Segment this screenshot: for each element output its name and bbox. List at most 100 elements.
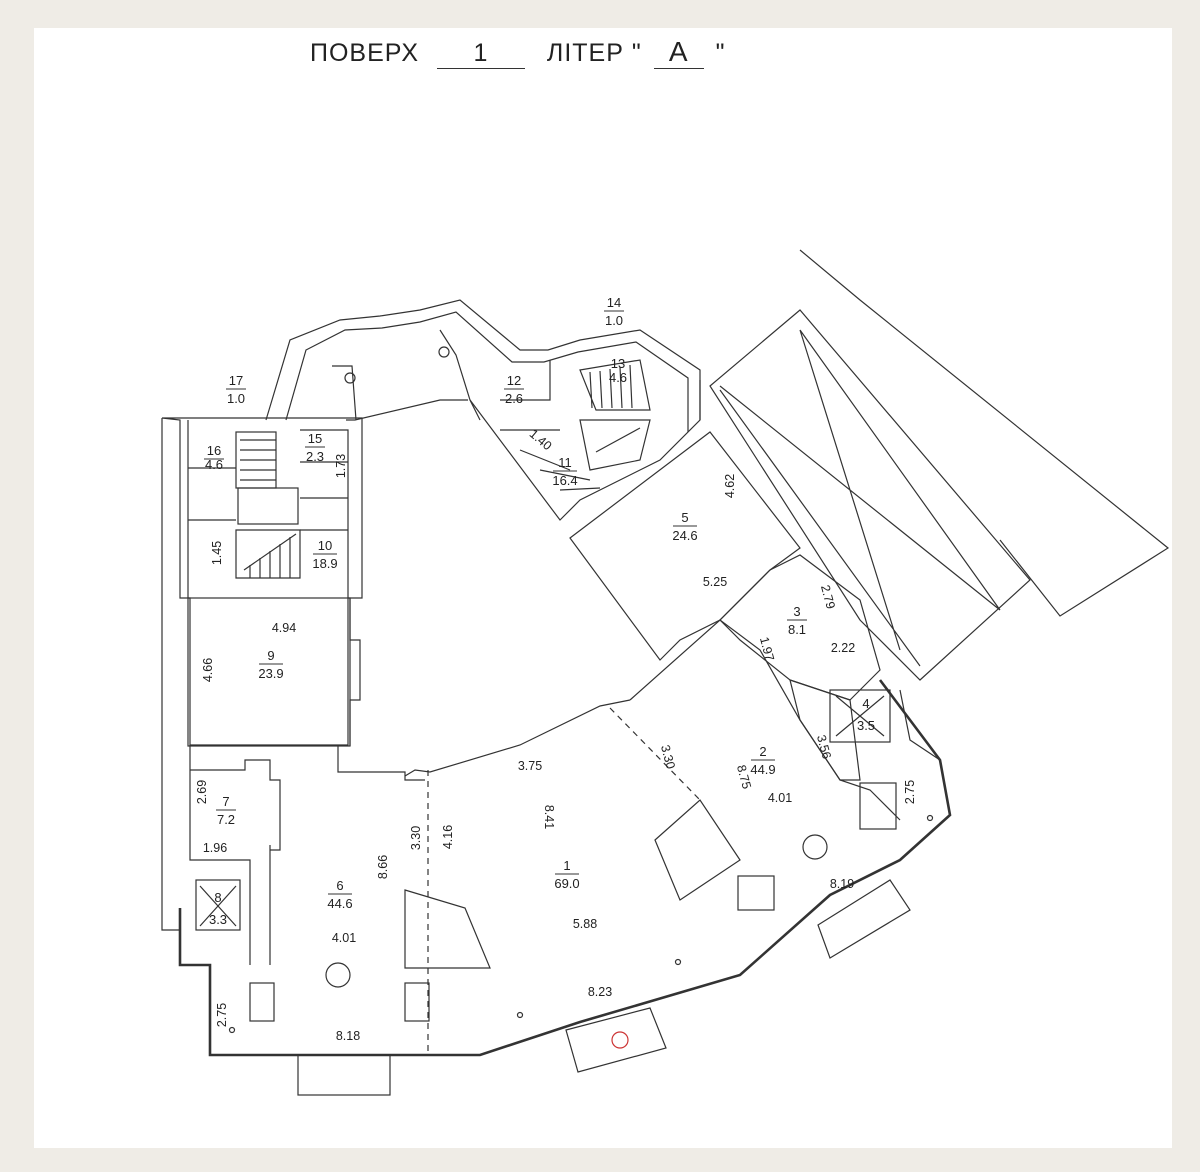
room-area: 44.6 [327,896,352,911]
room-label: 1 69.0 [554,858,579,891]
dimension-label: 4.01 [332,931,356,945]
dimension-label: 3.30 [658,743,678,770]
dimension-label: 8.18 [336,1029,360,1043]
room-label: 17 1.0 [226,373,246,406]
dimension-label: 1.73 [334,454,348,478]
room-area: 24.6 [672,528,697,543]
room-label: 5 24.6 [672,510,697,543]
room-label: 3 8.1 [787,604,807,637]
plan-sheet [34,28,1172,1148]
bay-bottom-right [565,1007,667,1073]
dimension-label: 4.01 [768,791,792,805]
dimension-label: 1.45 [210,541,224,565]
dimension-label: 2.75 [215,1003,229,1027]
room-label: 7 7.2 [216,794,236,827]
bay-right [817,879,911,959]
dimension-label: 2.69 [195,780,209,804]
room-area: 4.6 [205,457,223,472]
letter-word: ЛІТЕР [546,39,624,67]
room-number: 1 [563,858,570,873]
wall-room-2 [629,619,901,821]
room-label: 13 4.6 [609,356,627,385]
dimension-label: 5.25 [703,575,727,589]
dimension-label: 8.23 [588,985,612,999]
room-area: 18.9 [312,556,337,571]
wall-room-6 [189,745,271,965]
room-label: 6 44.6 [327,878,352,911]
dimension-label: 4.16 [441,825,455,849]
dimension-label: 1.96 [203,841,227,855]
room-label: 2 44.9 [750,744,775,777]
wall-top-arc [265,299,701,421]
dimension-label: 1.97 [757,635,777,662]
room-number: 10 [318,538,332,553]
dimension-label: 5.88 [573,917,597,931]
bay-bottom-left [297,1054,391,1096]
quote-close: " [715,39,726,67]
room-label: 9 23.9 [258,648,283,681]
room-area: 1.0 [605,313,623,328]
plan-header: ПОВЕРХ 1 ЛІТЕР " А " [310,36,726,76]
room-area: 16.4 [552,473,577,488]
dimension-label: 3.30 [409,826,423,850]
room-number: 15 [308,431,322,446]
room-number: 8 [214,890,221,905]
room-area: 4.6 [609,370,627,385]
room-label: 10 18.9 [312,538,337,571]
dimension-label: 8.41 [542,805,556,829]
room-number: 17 [229,373,243,388]
room-number: 4 [862,696,869,711]
room-number: 14 [607,295,621,310]
room-label: 14 1.0 [604,295,624,328]
lift-8 [195,879,241,931]
wall-room-9 [187,597,351,747]
dimension-label: 2.75 [903,780,917,804]
dimension-label: 4.66 [201,658,215,682]
room-number: 6 [336,878,343,893]
room-number: 3 [793,604,800,619]
room-number: 7 [222,794,229,809]
dimension-label: 4.94 [272,621,296,635]
room-number: 16 [207,443,221,458]
room-label: 11 16.4 [552,455,577,488]
room-area: 1.0 [227,391,245,406]
external-structure [709,309,1031,681]
room-number: 5 [681,510,688,525]
room-area: 7.2 [217,812,235,827]
room-label: 15 2.3 [305,431,325,464]
room-label: 12 2.6 [504,373,524,406]
wall-left-block [161,417,363,746]
wall-room-5 [569,431,801,661]
dimension-label: 2.22 [831,641,855,655]
quote-open: " [631,39,642,67]
room-area: 3.5 [857,718,875,733]
room-label: 4 3.5 [857,696,875,733]
room-area: 2.6 [505,391,523,406]
room-area: 8.1 [788,622,806,637]
room-area: 3.3 [209,912,227,927]
room-label: 16 4.6 [204,443,224,472]
dimension-label: 8.19 [830,877,854,891]
room-labels: 1 69.0 2 44.9 3 8.1 4 3.5 5 24.6 6 44.6 [204,295,875,927]
wall-stair-11 [469,380,701,521]
wall-outer-main [178,679,952,1057]
room-label: 8 3.3 [209,890,227,927]
lift-4 [829,689,891,743]
dimension-labels: 4.94 4.66 1.45 1.73 1.40 4.62 5.25 2.79 … [195,427,917,1043]
room-area: 69.0 [554,876,579,891]
room-area: 23.9 [258,666,283,681]
room-number: 2 [759,744,766,759]
room-number: 9 [267,648,274,663]
dimension-label: 1.40 [527,427,555,453]
room-number: 12 [507,373,521,388]
dimension-label: 3.56 [814,733,834,760]
dimension-label: 8.75 [734,763,754,790]
floor-value: 1 [436,39,525,69]
floor-word: ПОВЕРХ [310,39,419,67]
dimension-label: 8.66 [376,855,390,879]
dimension-label: 2.79 [818,583,838,610]
room-number: 11 [558,455,572,470]
room-area: 2.3 [306,449,324,464]
dimension-label: 3.75 [518,759,542,773]
